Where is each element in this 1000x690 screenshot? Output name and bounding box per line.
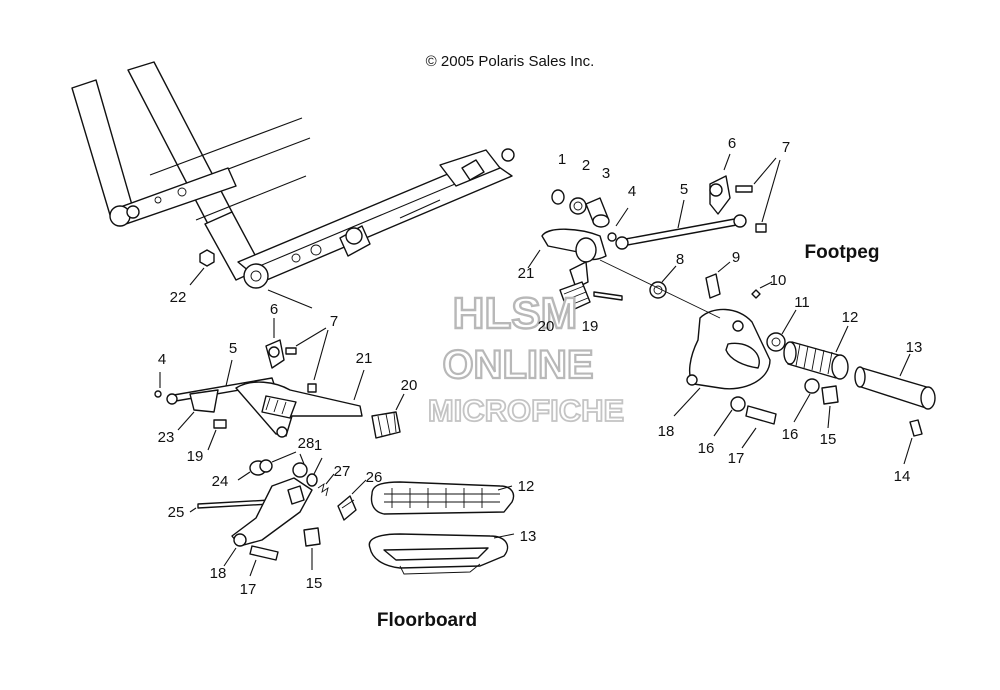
callout-label: 16 — [782, 426, 799, 443]
callout-label: 4 — [158, 351, 166, 368]
footpeg-section-title: Footpeg — [805, 242, 880, 263]
callout-label: 15 — [820, 431, 837, 448]
watermark-line-1: HLSM — [453, 289, 578, 338]
copyright-text: © 2005 Polaris Sales Inc. — [426, 53, 595, 70]
footpeg-callouts: 1 2 3 4 5 6 7 8 9 10 11 12 13 14 15 16 1… — [518, 135, 923, 485]
callout-label: 18 — [658, 423, 675, 440]
floorboard-assembly — [189, 451, 515, 577]
callout-label: 18 — [210, 565, 227, 582]
frame-assembly — [71, 61, 515, 309]
watermark-line-3: MICROFICHE — [428, 393, 624, 428]
callout-label: 19 — [187, 448, 204, 465]
callout-label: 21 — [356, 350, 373, 367]
callout-label: 10 — [770, 272, 787, 289]
callout-label: 5 — [229, 340, 237, 357]
callout-label: 12 — [518, 478, 535, 495]
callout-label: 22 — [170, 289, 187, 306]
callout-label: 25 — [168, 504, 185, 521]
linkage-callouts: 4 5 6 7 20 21 23 19 — [158, 301, 418, 465]
callout-label: 20 — [401, 377, 418, 394]
floorboard-linkage — [154, 318, 405, 451]
callout-label: 6 — [270, 301, 278, 318]
callout-label: 17 — [728, 450, 745, 467]
watermark: HLSM ONLINE MICROFICHE — [427, 288, 625, 429]
callout-label: 17 — [240, 581, 257, 598]
footpeg-assembly — [527, 153, 936, 465]
callout-label: 27 — [334, 463, 351, 480]
floorboard-section-title: Floorboard — [377, 610, 477, 631]
callout-label: 14 — [894, 468, 911, 485]
callout-label: 4 — [628, 183, 636, 200]
callout-label: 19 — [582, 318, 599, 335]
watermark-line-2: ONLINE — [442, 343, 593, 387]
callout-label: 1 — [558, 151, 566, 168]
callout-label: 13 — [520, 528, 537, 545]
callout-label: 3 — [602, 165, 610, 182]
callout-label: 2 — [582, 157, 590, 174]
callout-label: 21 — [518, 265, 535, 282]
callout-label: 28 — [298, 435, 315, 452]
callout-label: 24 — [212, 473, 229, 490]
callout-label: 11 — [794, 294, 810, 311]
callout-label: 9 — [732, 249, 740, 266]
callout-label: 15 — [306, 575, 323, 592]
callout-label: 6 — [728, 135, 736, 152]
callout-label: 16 — [698, 440, 715, 457]
callout-label: 26 — [366, 469, 383, 486]
callout-label: 8 — [676, 251, 684, 268]
callout-label: 1 — [314, 437, 322, 454]
callout-label: 7 — [330, 313, 338, 330]
frame-callouts: 22 — [170, 289, 187, 306]
callout-label: 13 — [906, 339, 923, 356]
callout-label: 20 — [538, 318, 555, 335]
callout-label: 12 — [842, 309, 859, 326]
callout-label: 7 — [782, 139, 790, 156]
floorboard-callouts: 1 12 13 15 17 18 24 25 26 27 28 — [168, 435, 537, 598]
callout-label: 23 — [158, 429, 175, 446]
callout-label: 5 — [680, 181, 688, 198]
